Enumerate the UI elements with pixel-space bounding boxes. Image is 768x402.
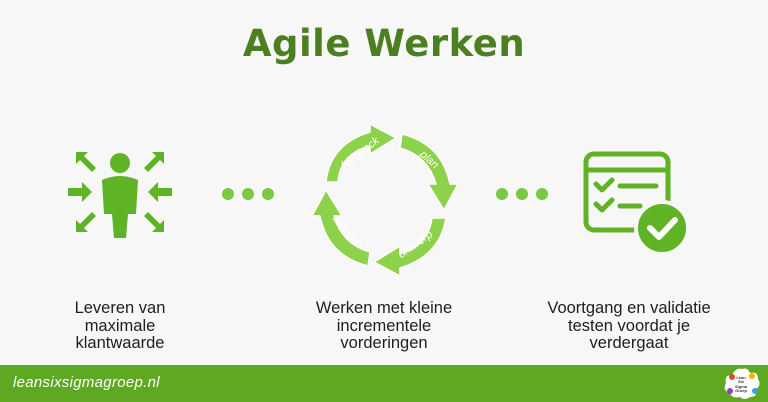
step-caption-customer-value: Leveren van maximale klantwaarde [74, 299, 166, 352]
footer-bar: leansixsigmagroep.nl [0, 365, 768, 402]
cycle-arrow-plan [399, 133, 459, 211]
cycle-arrow-lanceer [311, 189, 371, 267]
checklist-icon [582, 150, 694, 256]
cycle-arrow-feedback [325, 123, 397, 183]
step-caption-incremental-progress: Werken met kleine incrementele vordering… [315, 299, 453, 352]
cycle-arrow-ontwerp [373, 217, 447, 277]
brand-logo [722, 367, 762, 401]
step-caption-validation: Voortgang en validatie testen voordat je… [547, 299, 711, 352]
connector-dot [516, 188, 528, 200]
connector-dots-right [496, 188, 548, 200]
connector-dot [222, 188, 234, 200]
customer-focus-icon [64, 148, 176, 244]
brand-logo-text: Lean Six Sigma Groep [734, 375, 747, 394]
connector-dot [496, 188, 508, 200]
connector-dot [536, 188, 548, 200]
connector-dots-left [222, 188, 274, 200]
footer-url: leansixsigmagroep.nl [13, 374, 160, 391]
connector-dot [242, 188, 254, 200]
cycle-arrows-icon: feedback plan ontwerp lanceer [304, 122, 464, 278]
page-title: Agile Werken [242, 22, 526, 65]
connector-dot [262, 188, 274, 200]
